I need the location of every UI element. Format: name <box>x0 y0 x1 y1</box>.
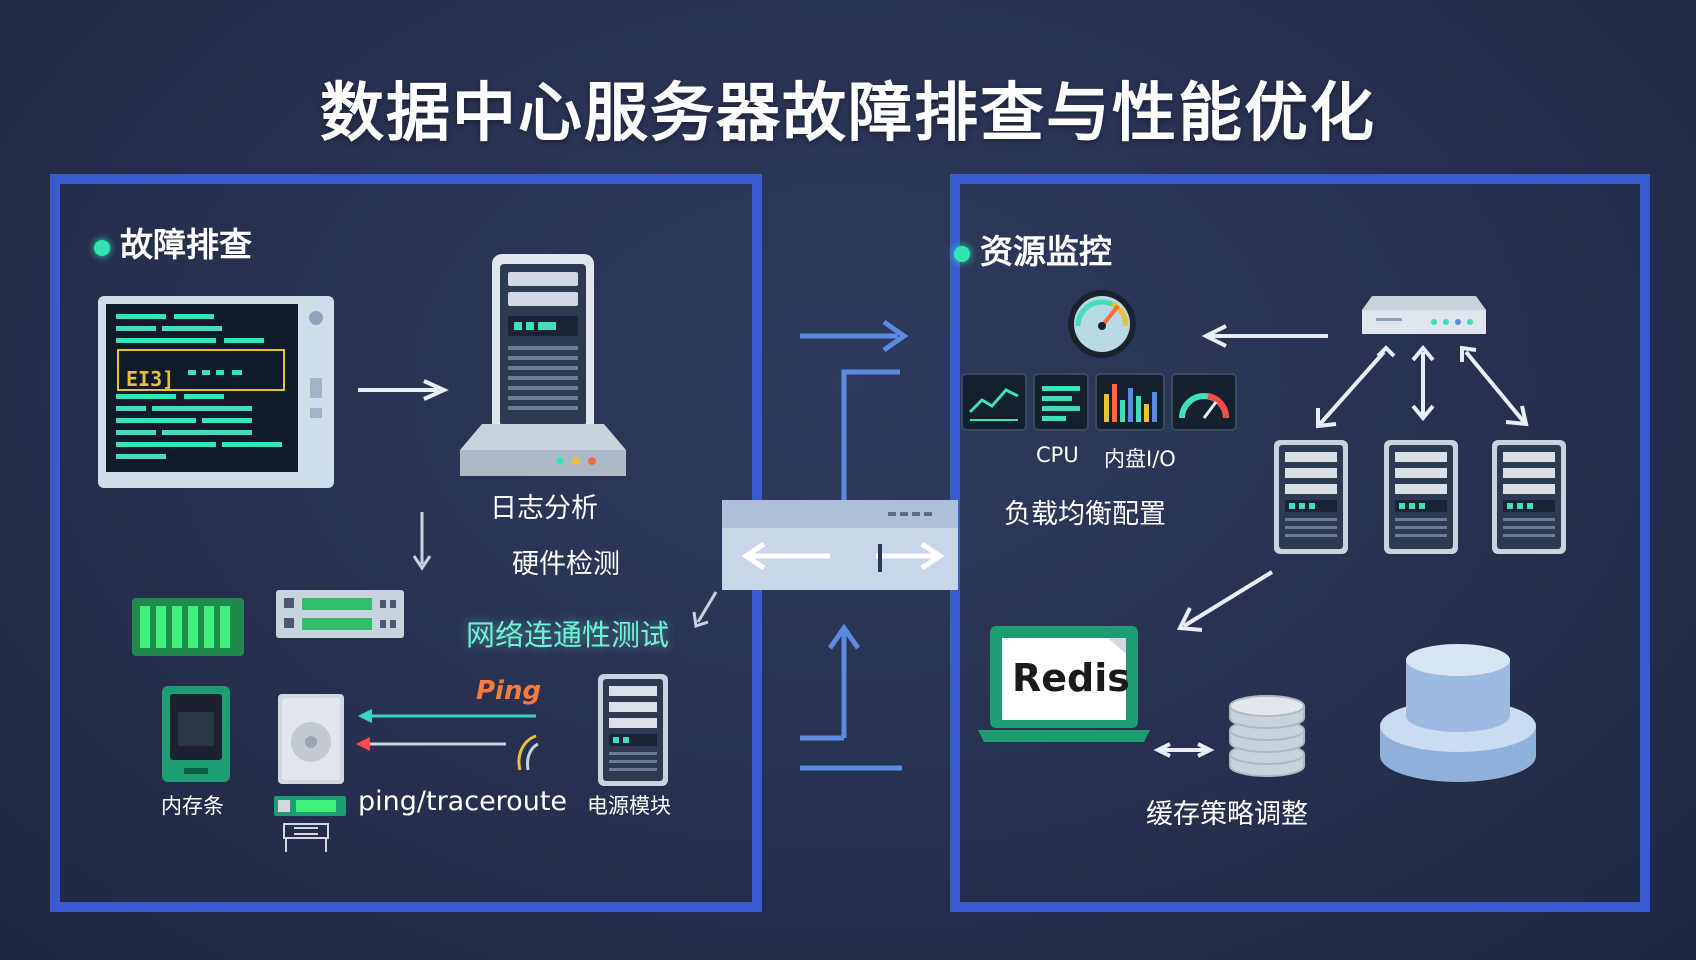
terminal-icon <box>98 296 334 488</box>
router-icon <box>1362 296 1486 334</box>
label-redis: Redis <box>1012 656 1130 700</box>
rack-server-icon <box>598 674 668 786</box>
terminal-error-text: EI3] <box>126 367 175 391</box>
bar-chart-icon <box>1095 373 1165 431</box>
cpu-monitor-icon <box>1033 373 1089 431</box>
label-hardware-check: 硬件检测 <box>512 549 620 580</box>
arrow-right-icon <box>358 379 449 401</box>
section-bullet-icon <box>954 246 970 262</box>
section-title-troubleshooting: 故障排查 <box>120 225 252 264</box>
server-tower-icon <box>460 254 626 476</box>
section-title-monitoring: 资源监控 <box>980 232 1112 271</box>
arrow-diagonal-icon <box>692 591 718 628</box>
label-ping-traceroute: ping/traceroute <box>358 786 568 817</box>
monitor-chart-icon <box>961 373 1027 431</box>
rack-server-icon <box>1274 440 1348 554</box>
ping-arrows-icon <box>355 709 536 751</box>
rack-server-icon <box>1384 440 1458 554</box>
section-bullet-icon <box>94 240 110 256</box>
speed-gauge-icon <box>1171 373 1237 431</box>
label-memory: 内存条 <box>161 794 224 818</box>
cylinder-storage-icon <box>1380 644 1536 782</box>
network-switch-icon <box>722 500 958 590</box>
label-cpu: CPU <box>1036 443 1079 467</box>
arrow-down-icon <box>412 512 432 571</box>
circuit-board-icon <box>274 796 346 852</box>
nic-card-icon <box>276 590 404 638</box>
laptop-icon <box>978 626 1150 742</box>
memory-stick-icon <box>132 598 244 656</box>
rack-server-icon <box>1492 440 1566 554</box>
page-title: 数据中心服务器故障排查与性能优化 <box>320 77 1376 151</box>
database-icon <box>1229 695 1305 777</box>
label-ping: Ping <box>476 676 542 706</box>
label-power-module: 电源模块 <box>587 794 671 818</box>
ping-signal-icon <box>517 734 539 771</box>
label-cache-strategy: 缓存策略调整 <box>1146 799 1308 830</box>
label-load-balancing: 负载均衡配置 <box>1004 499 1166 530</box>
label-network-test: 网络连通性测试 <box>466 618 670 652</box>
gauge-icon <box>1068 290 1136 358</box>
hard-drive-icon <box>278 694 344 784</box>
ssd-icon <box>162 686 230 782</box>
label-log-analysis: 日志分析 <box>490 493 598 524</box>
label-disk-io: 内盘I/O <box>1104 447 1176 471</box>
